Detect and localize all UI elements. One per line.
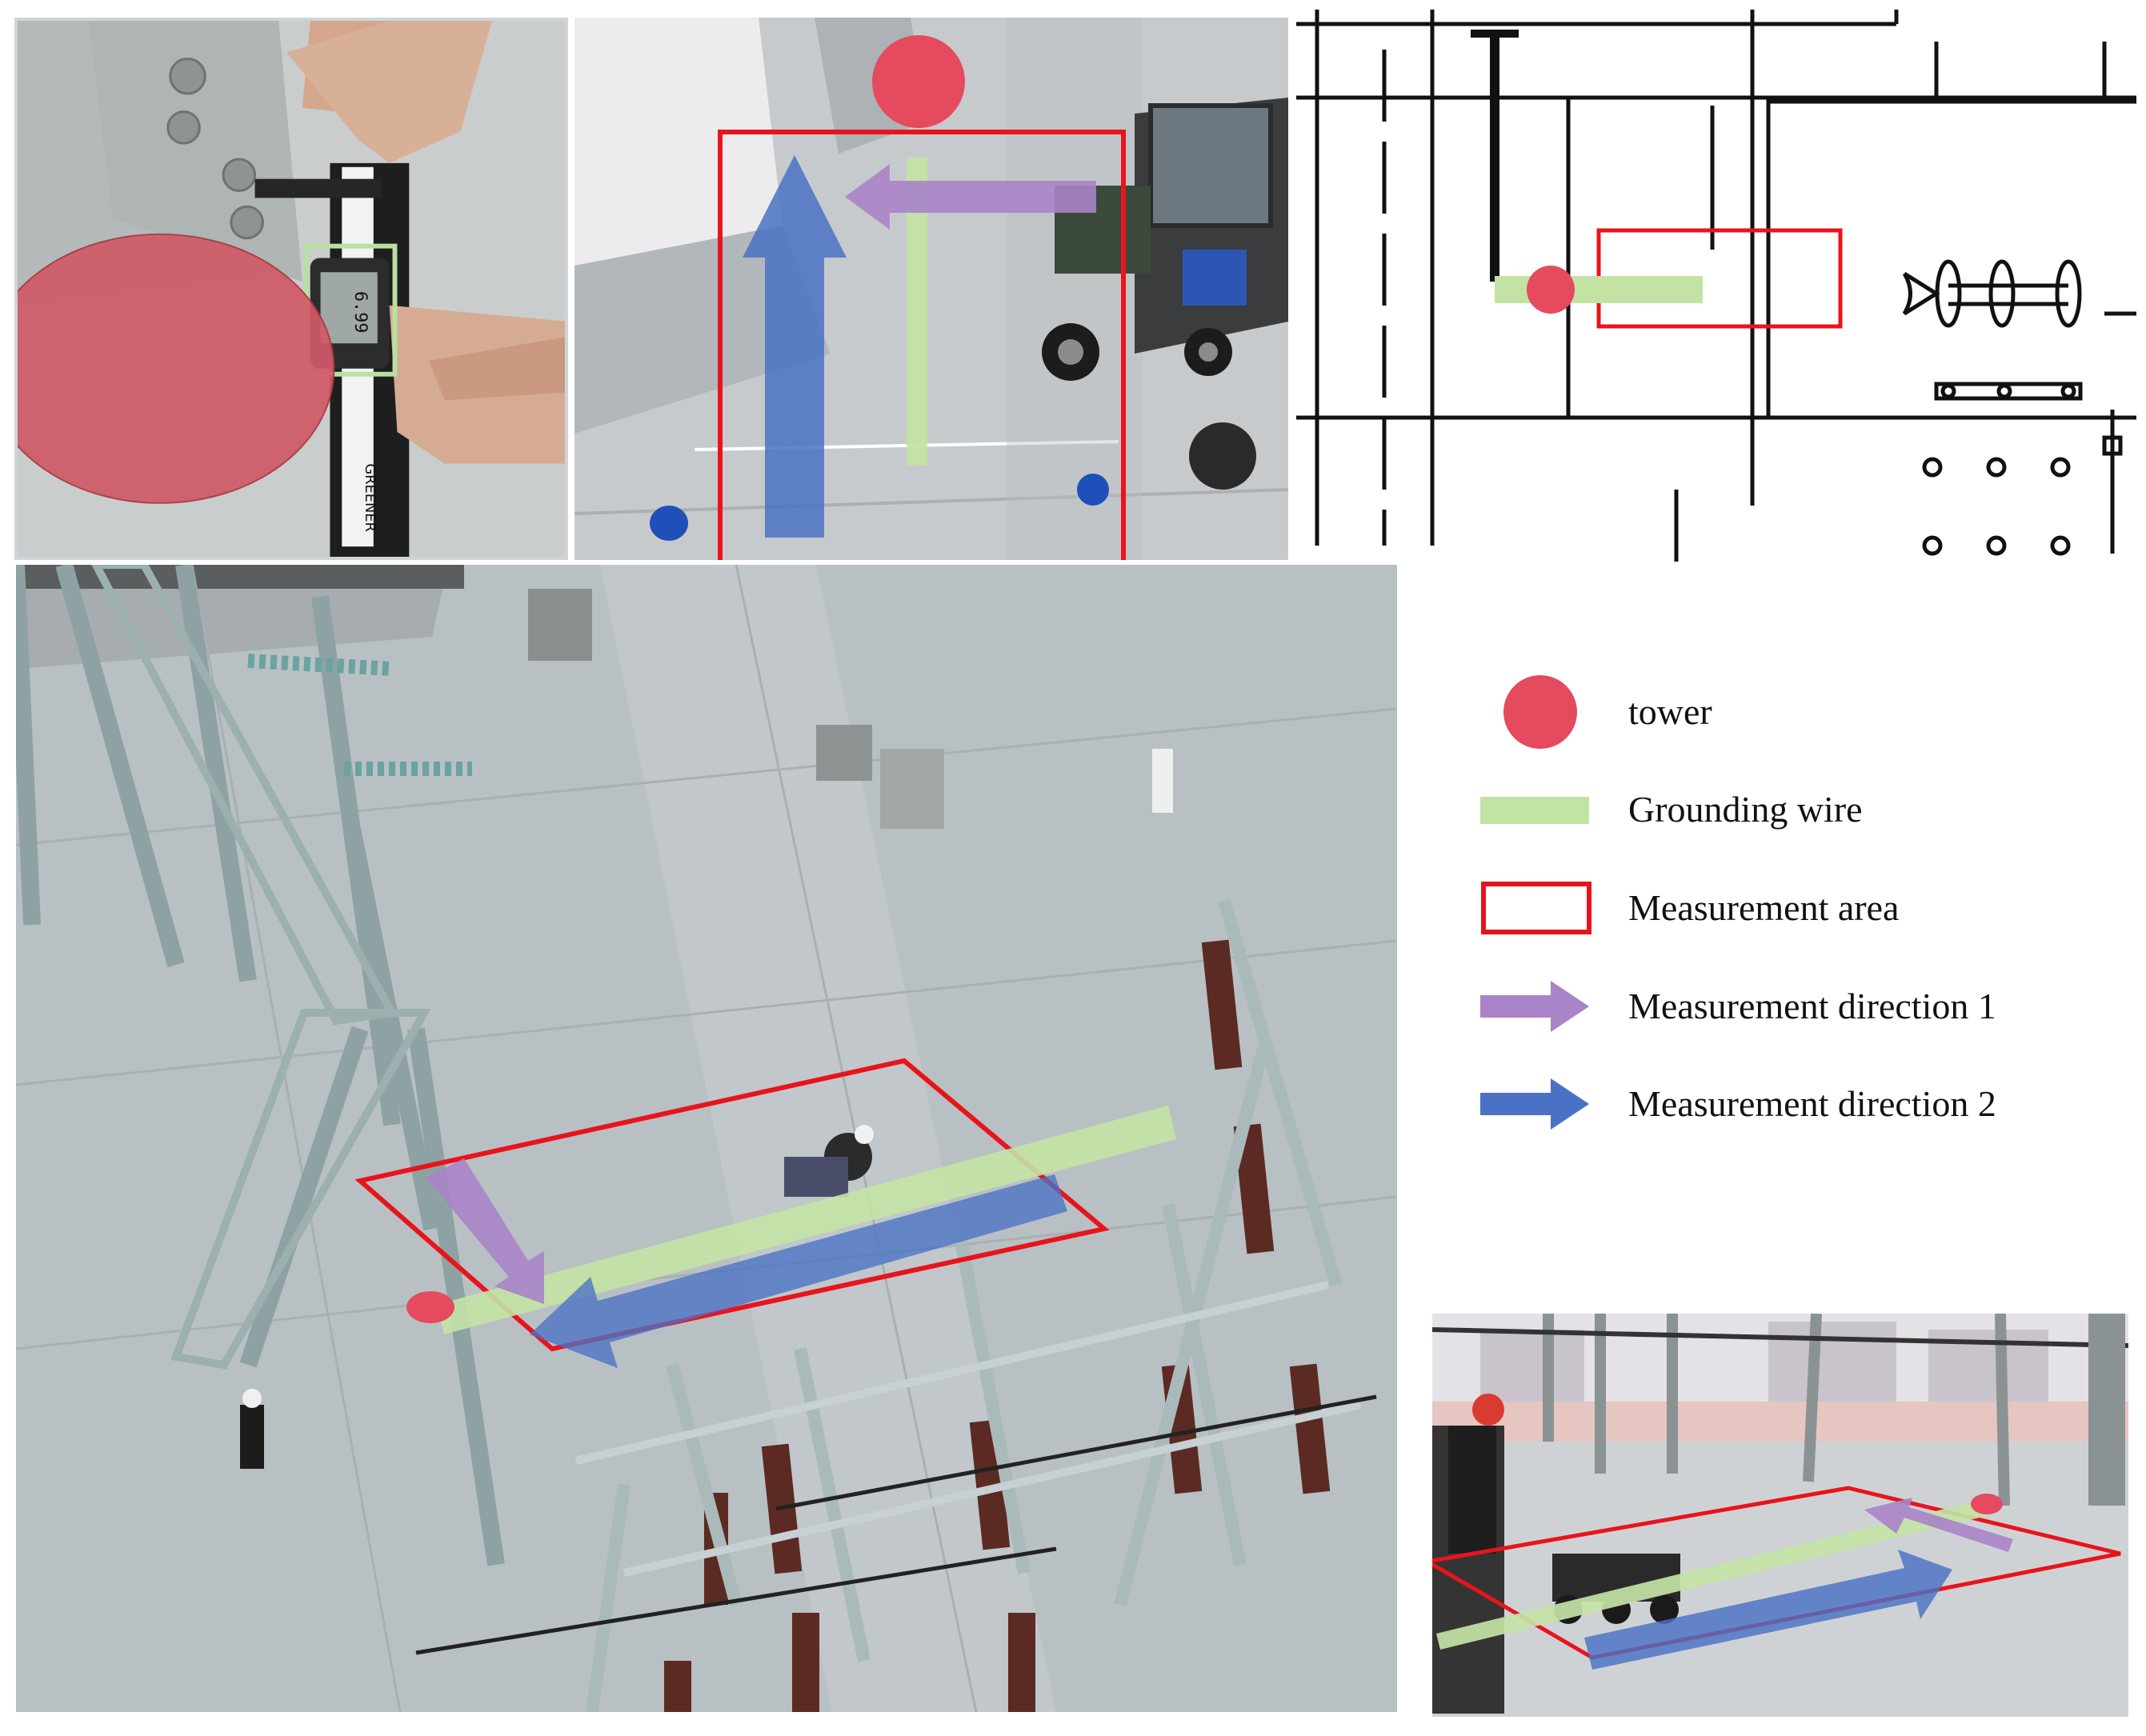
robot-measurement-photo	[575, 18, 1288, 560]
caliper-display-value: 6.99	[350, 291, 370, 333]
green-bar-icon	[1480, 770, 1600, 850]
direction1-arrow	[426, 1158, 544, 1304]
red-circle-icon	[1480, 672, 1600, 752]
legend-item-measurement-area: Measurement area	[1480, 868, 2120, 948]
direction1-arrow	[1864, 1498, 2013, 1552]
caliper-measurement-photo: 6.99 GREENER	[14, 18, 568, 560]
tower-marker	[406, 1291, 454, 1323]
measurement-area-box	[718, 130, 1126, 560]
grounding-wire	[1436, 1499, 1989, 1650]
legend-label-tower: tower	[1628, 691, 1712, 732]
legend-label-grounding-wire: Grounding wire	[1628, 789, 1863, 830]
legend-item-direction1: Measurement direction 1	[1480, 966, 2120, 1046]
tower-marker	[1971, 1494, 2003, 1514]
direction2-arrow	[743, 155, 847, 538]
legend-item-tower: tower	[1480, 672, 2120, 752]
ground-level-photo	[1432, 1314, 2128, 1717]
legend: tower Grounding wire Measurement area Me…	[1480, 672, 2120, 1168]
tower-marker	[1527, 266, 1575, 314]
grounding-wire	[436, 1106, 1176, 1334]
legend-item-direction2: Measurement direction 2	[1480, 1064, 2120, 1144]
purple-arrow-icon	[1480, 966, 1600, 1046]
tower-marker	[872, 35, 965, 128]
red-rectangle-outline-icon	[1480, 868, 1600, 948]
direction1-arrow	[845, 164, 1096, 230]
site-plan-drawing	[1296, 10, 2136, 562]
blue-arrow-icon	[1480, 1064, 1600, 1144]
aerial-substation-photo	[16, 565, 1397, 1712]
legend-label-direction2: Measurement direction 2	[1628, 1083, 1996, 1124]
legend-label-direction1: Measurement direction 1	[1628, 986, 1996, 1026]
grounding-wire	[1495, 276, 1703, 303]
legend-label-measurement-area: Measurement area	[1628, 887, 1900, 928]
legend-item-grounding-wire: Grounding wire	[1480, 770, 2120, 850]
direction2-arrow	[1584, 1550, 1952, 1670]
caliper-brand-text: GREENER	[362, 463, 378, 531]
tower-marker	[18, 233, 335, 504]
direction2-arrow	[530, 1174, 1067, 1368]
